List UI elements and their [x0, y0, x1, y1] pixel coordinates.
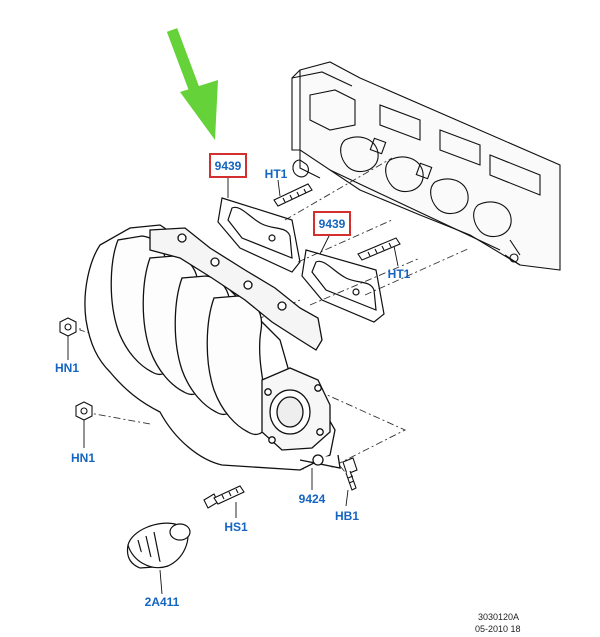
bolt-long [203, 485, 245, 509]
leader-lines [67, 178, 399, 595]
intake-manifold [84, 224, 341, 471]
part-label-9424[interactable]: 9424 [299, 492, 326, 506]
part-label-hn1[interactable]: HN1 [71, 451, 95, 465]
date-code: 05-2010 18 [475, 624, 521, 634]
nut-lower [75, 401, 93, 421]
arrow-head [180, 80, 218, 140]
highlight-box [209, 153, 247, 178]
gasket-lower [301, 249, 385, 323]
stud-upper [273, 183, 313, 207]
callout-gasket-lower[interactable]: 9439 [313, 211, 351, 236]
part-label-hs1[interactable]: HS1 [224, 520, 248, 534]
part-label-9439: 9439 [215, 159, 242, 173]
part-label-hn1[interactable]: HN1 [55, 361, 79, 375]
part-label-ht1[interactable]: HT1 [388, 267, 411, 281]
gasket-upper [217, 197, 301, 273]
callout-gasket-upper[interactable]: 9439 [209, 153, 247, 178]
cylinder-head [291, 61, 561, 271]
highlight-box [313, 211, 351, 236]
part-label-hb1[interactable]: HB1 [335, 509, 359, 523]
part-label-ht1[interactable]: HT1 [265, 167, 288, 181]
sleeve-part [126, 522, 191, 569]
part-label-9439: 9439 [319, 217, 346, 231]
nut-upper [59, 317, 77, 337]
stud-lower [357, 237, 401, 261]
green-arrow-icon [166, 28, 218, 140]
bolt-short [342, 457, 358, 491]
part-label-2a411[interactable]: 2A411 [145, 595, 180, 609]
drawing-number: 3030120A [478, 612, 519, 622]
